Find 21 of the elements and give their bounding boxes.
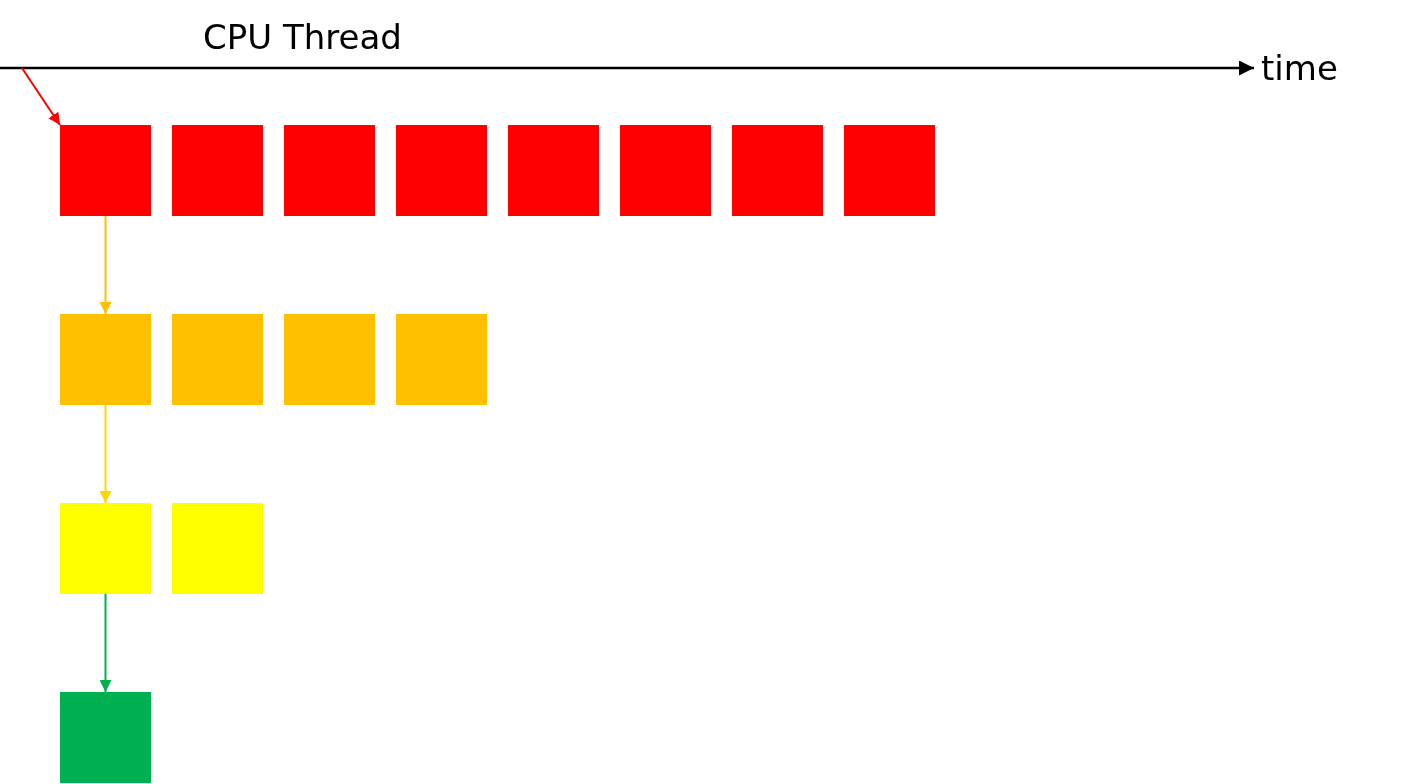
- axis-title: CPU Thread: [203, 20, 402, 54]
- task-block: [508, 125, 599, 216]
- arrow: [99, 215, 112, 315]
- task-block: [844, 125, 935, 216]
- task-block: [172, 314, 263, 405]
- task-block: [284, 125, 375, 216]
- task-block: [60, 503, 151, 594]
- axis-label: time: [1261, 51, 1338, 85]
- task-block: [396, 314, 487, 405]
- task-block: [396, 125, 487, 216]
- task-block: [732, 125, 823, 216]
- task-block: [620, 125, 711, 216]
- arrow: [21, 67, 61, 126]
- arrow: [99, 404, 112, 504]
- task-block: [284, 314, 375, 405]
- arrow: [99, 593, 112, 693]
- task-block: [60, 692, 151, 783]
- task-block: [172, 503, 263, 594]
- task-block: [60, 125, 151, 216]
- task-block: [172, 125, 263, 216]
- task-block: [60, 314, 151, 405]
